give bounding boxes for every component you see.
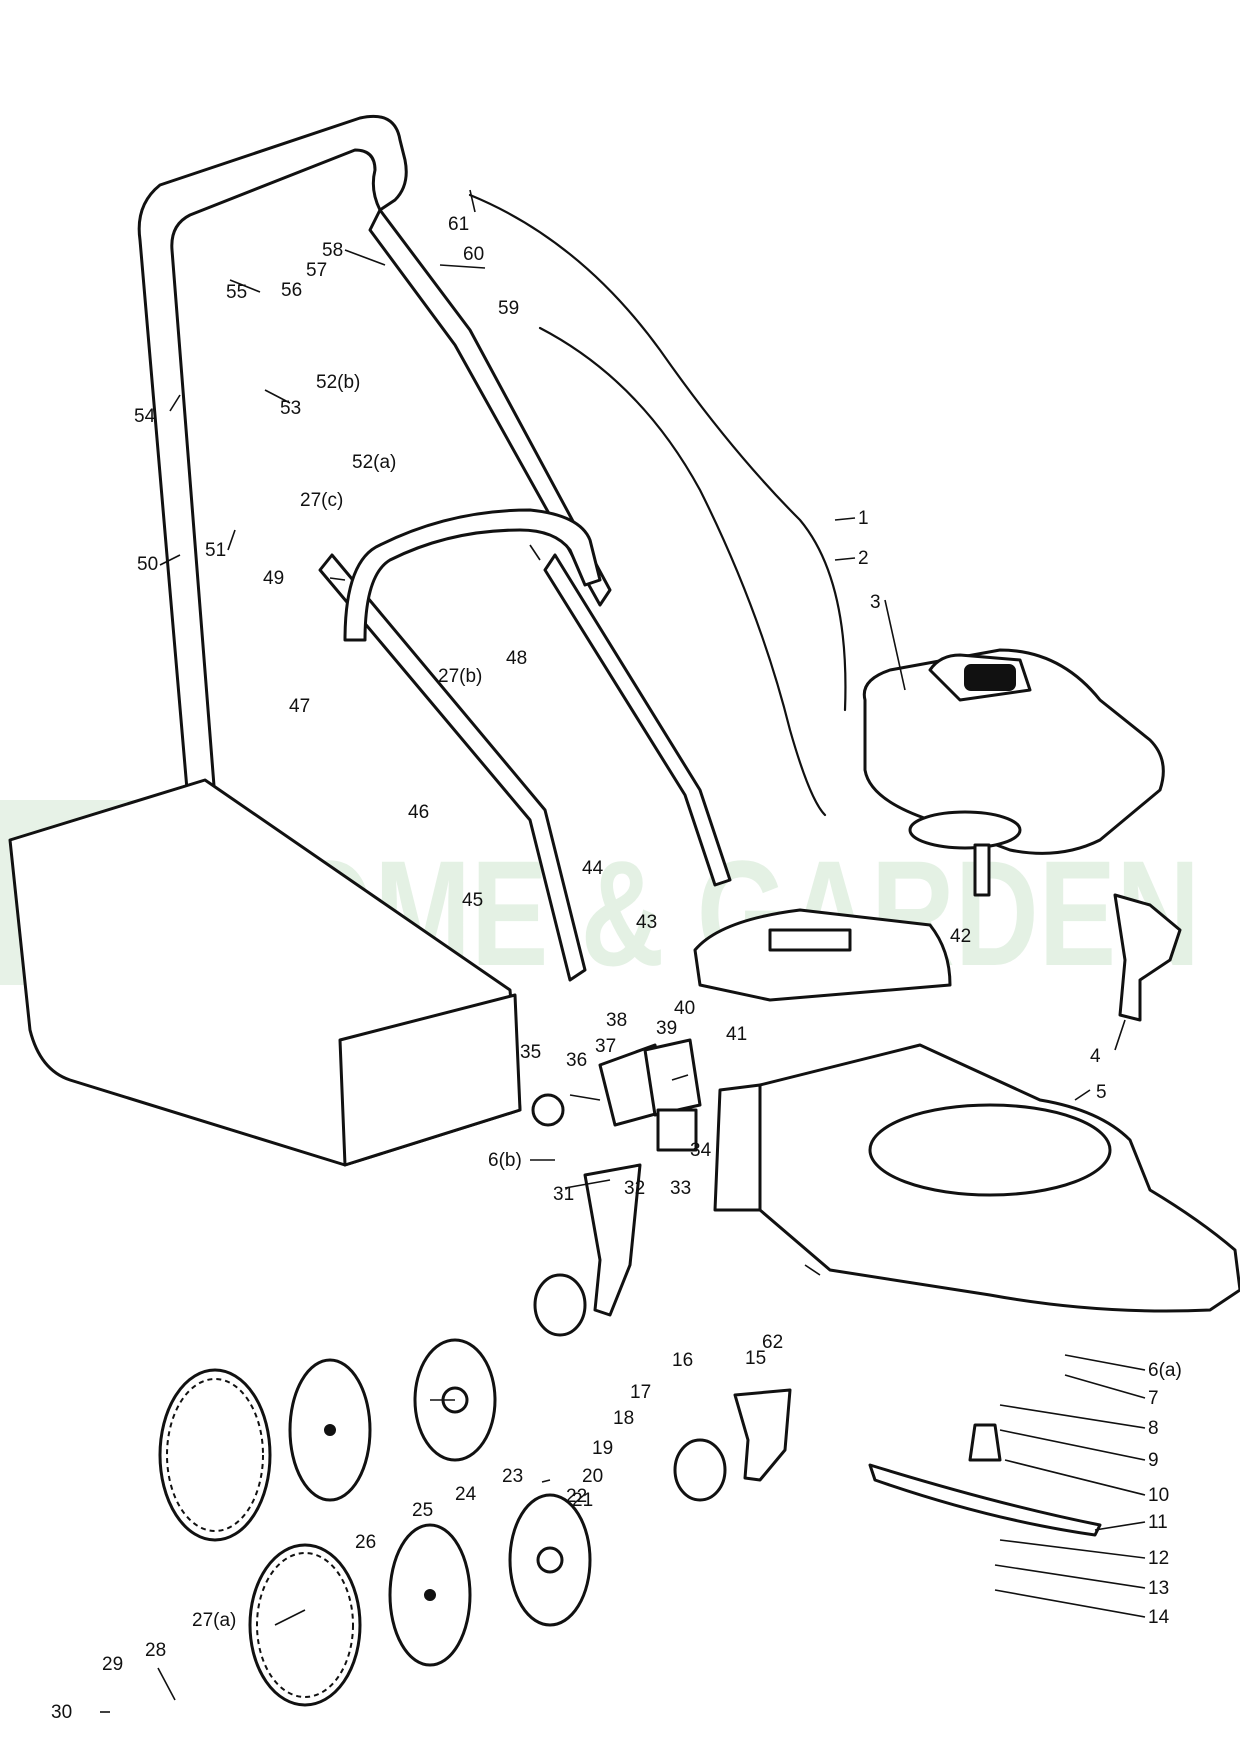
callout-61: 61	[448, 214, 469, 235]
callout-41: 41	[726, 1024, 747, 1045]
callout-55: 55	[226, 282, 247, 303]
callout-24: 24	[455, 1484, 477, 1505]
callout-49: 49	[263, 568, 284, 589]
callout-50: 50	[137, 554, 158, 575]
callout-3: 3	[870, 592, 881, 613]
callout-17: 17	[630, 1382, 651, 1403]
cable-1	[468, 193, 847, 712]
callout-62: 62	[762, 1332, 783, 1353]
bracket-4	[1113, 893, 1182, 1022]
callout-37: 37	[595, 1036, 616, 1057]
callout-38: 38	[606, 1010, 627, 1031]
callout-42: 42	[950, 926, 971, 947]
handle-lower-right	[543, 553, 732, 887]
wheel-front-outer	[248, 1543, 362, 1707]
callout-36: 36	[566, 1050, 587, 1071]
callout-22: 22	[566, 1486, 587, 1507]
grass-bag-45	[8, 778, 522, 1167]
callout-15: 15	[745, 1348, 766, 1369]
height-adjuster-rear	[533, 1163, 642, 1337]
callout-53: 53	[280, 398, 301, 419]
rear-flap-43	[693, 908, 952, 1002]
callout-10: 10	[1148, 1485, 1169, 1506]
wheel-front-hub	[388, 1523, 472, 1667]
callout-28: 28	[145, 1640, 166, 1661]
callout-56: 56	[281, 280, 302, 301]
callout-6b: 6(b)	[488, 1150, 522, 1171]
callout-31: 31	[553, 1184, 574, 1205]
callout-23: 23	[502, 1466, 523, 1487]
callout-4: 4	[1090, 1046, 1101, 1067]
callout-59: 59	[498, 298, 519, 319]
callout-43: 43	[636, 912, 657, 933]
callout-54: 54	[134, 406, 156, 427]
blade-11	[868, 1423, 1102, 1537]
callout-2: 2	[858, 548, 869, 569]
callout-46: 46	[408, 802, 429, 823]
callout-8: 8	[1148, 1418, 1159, 1439]
deck-5	[713, 1043, 1240, 1313]
wheel-rear-outer	[158, 1368, 272, 1542]
callout-1: 1	[858, 508, 869, 529]
callout-44: 44	[582, 858, 604, 879]
callout-57: 57	[306, 260, 327, 281]
small-parts-adjuster	[531, 1038, 702, 1152]
engine	[862, 648, 1165, 897]
leader-lines	[100, 189, 1146, 1713]
callout-6a: 6(a)	[1148, 1360, 1182, 1381]
hubcap-front	[508, 1493, 592, 1627]
callout-52a: 52(a)	[352, 452, 396, 473]
callout-9: 9	[1148, 1450, 1159, 1471]
callout-27c: 27(c)	[300, 490, 343, 511]
callout-12: 12	[1148, 1548, 1169, 1569]
callout-48: 48	[506, 648, 527, 669]
callout-7: 7	[1148, 1388, 1159, 1409]
callout-11: 11	[1148, 1512, 1168, 1533]
callout-51: 51	[205, 540, 226, 561]
callout-labels: 1 2 3 4 5 6(a) 7 8 9 10 11 12 13 14 15 1…	[51, 214, 1182, 1723]
callout-40: 40	[674, 998, 695, 1019]
height-adjuster-front	[673, 1388, 792, 1502]
callout-47: 47	[289, 696, 310, 717]
cable-2	[538, 326, 827, 817]
callout-19: 19	[592, 1438, 613, 1459]
callout-34: 34	[690, 1140, 712, 1161]
handle-crossbar	[343, 508, 602, 642]
callout-33: 33	[670, 1178, 691, 1199]
callout-5: 5	[1096, 1082, 1107, 1103]
callout-25: 25	[412, 1500, 433, 1521]
callout-32: 32	[624, 1178, 645, 1199]
handle-lower-left	[318, 553, 587, 982]
callout-16: 16	[672, 1350, 693, 1371]
callout-30: 30	[51, 1702, 72, 1723]
callout-27a: 27(a)	[192, 1610, 236, 1631]
callout-60: 60	[463, 244, 484, 265]
callout-45: 45	[462, 890, 483, 911]
callout-58: 58	[322, 240, 343, 261]
callout-21: 21	[572, 1490, 593, 1511]
callout-14: 14	[1148, 1607, 1170, 1628]
callout-26: 26	[355, 1532, 376, 1553]
callout-39: 39	[656, 1018, 677, 1039]
wheel-rear-hub	[288, 1358, 372, 1502]
callout-29: 29	[102, 1654, 123, 1675]
callout-27b: 27(b)	[438, 666, 482, 687]
callout-18: 18	[613, 1408, 634, 1429]
callout-52b: 52(b)	[316, 372, 360, 393]
callout-13: 13	[1148, 1578, 1169, 1599]
callout-35: 35	[520, 1042, 541, 1063]
callout-20: 20	[582, 1466, 603, 1487]
